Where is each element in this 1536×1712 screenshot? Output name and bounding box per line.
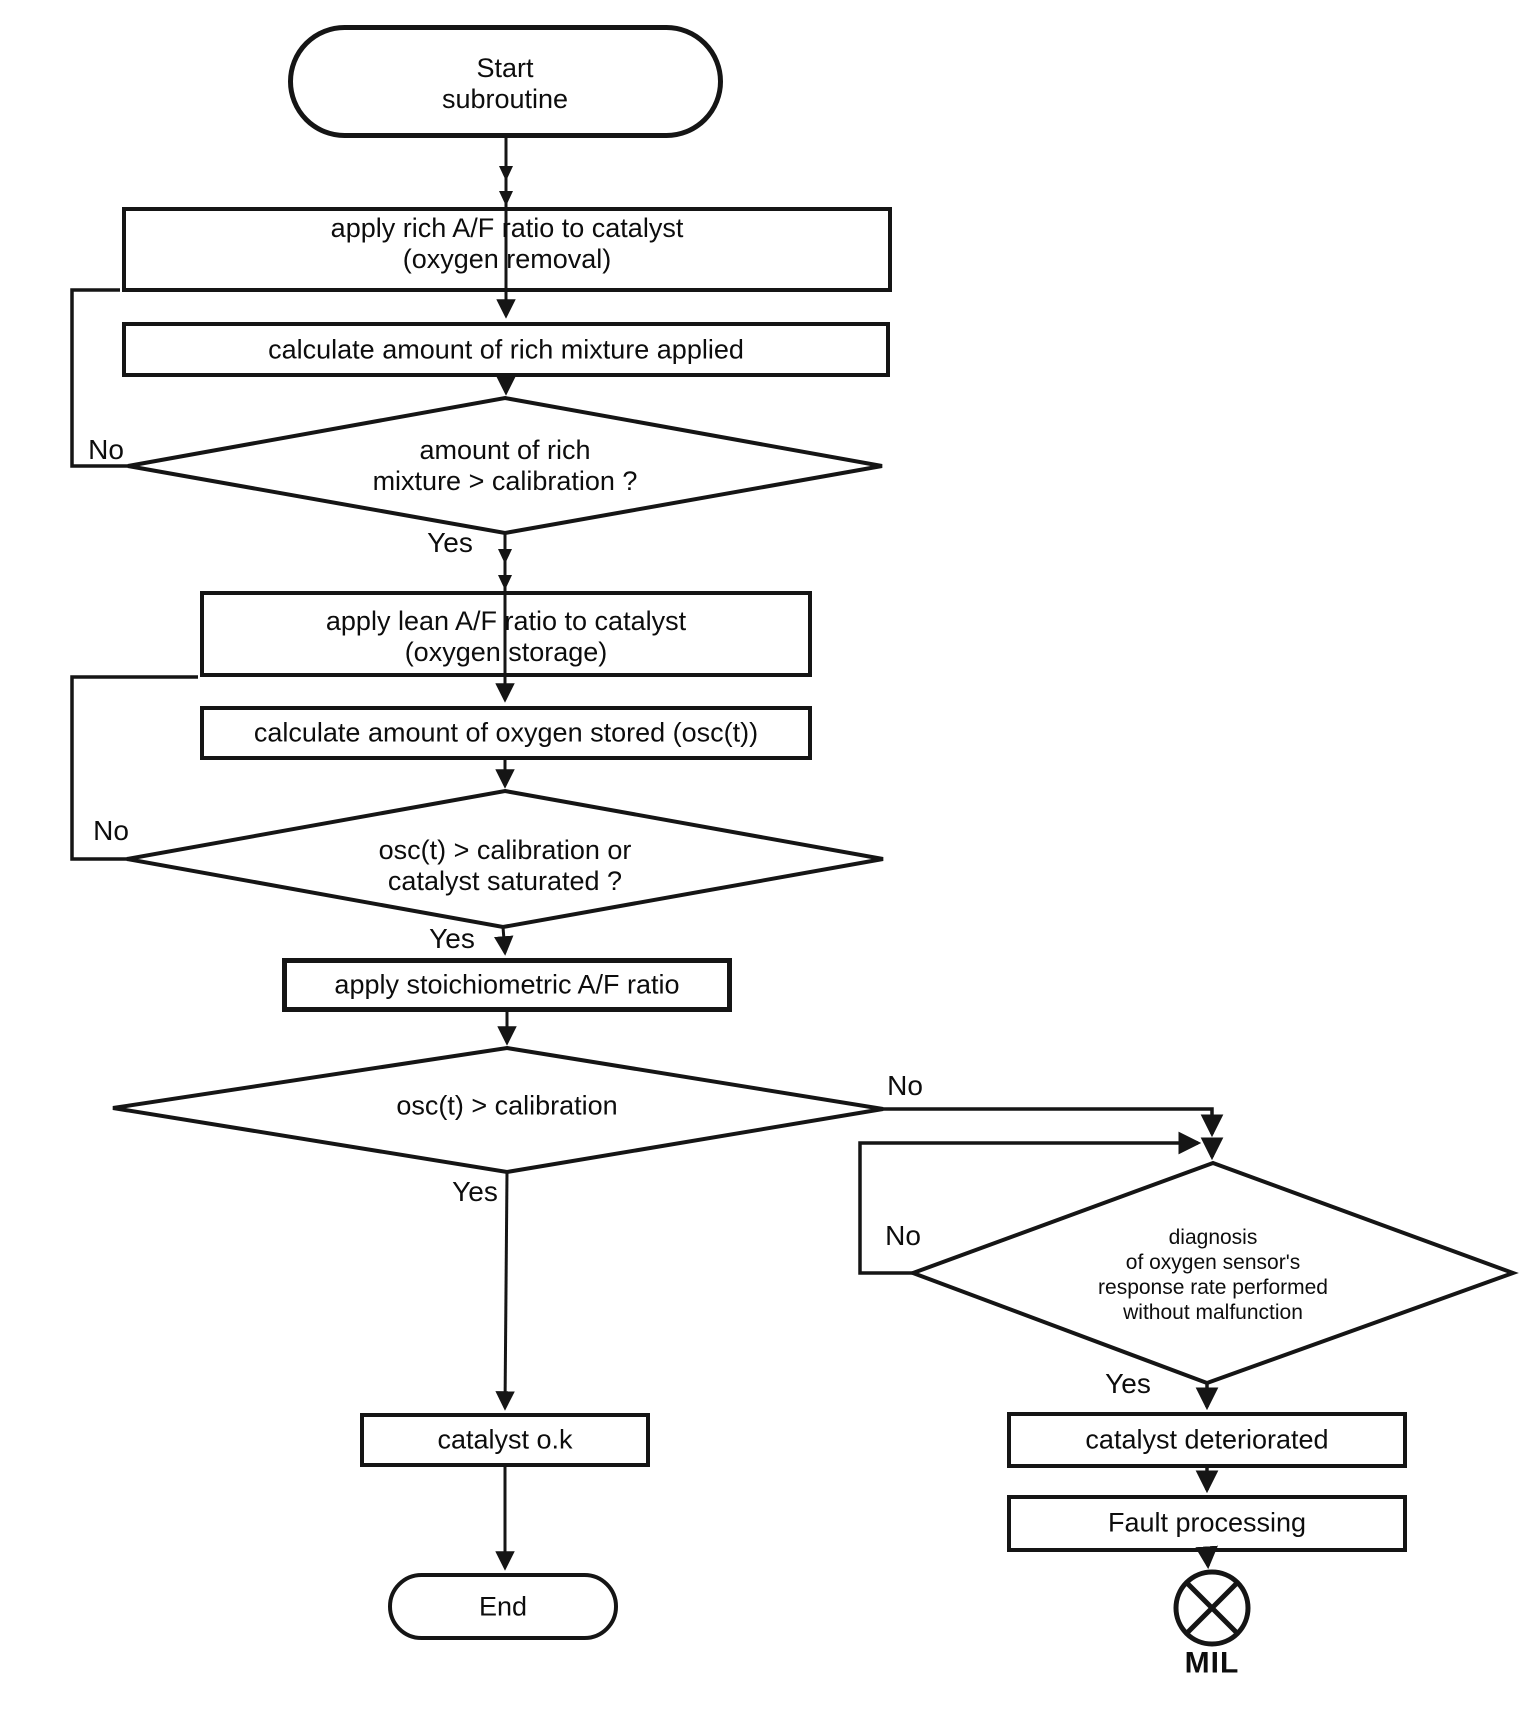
edge-lean-arrowhead-1 — [498, 549, 512, 564]
end-terminator — [388, 1573, 618, 1640]
apply-stoichiometric-label: apply stoichiometric A/F ratio — [334, 969, 680, 1000]
edge-osc-no — [883, 1107, 1224, 1138]
start-line2: subroutine — [441, 84, 569, 114]
edge-lean-arrowhead-2 — [498, 575, 512, 590]
decision-osc-saturated-label: osc(t) > calibration or catalyst saturat… — [379, 835, 632, 897]
end-label: End — [478, 1591, 528, 1622]
branch-label-osc-no: No — [887, 1070, 923, 1101]
mil-label: MIL — [1184, 1646, 1240, 1680]
apply-rich-line2: (oxygen removal) — [402, 244, 612, 274]
calc-oxygen-label: calculate amount of oxygen stored (osc(t… — [253, 717, 759, 748]
catalyst-deteriorated-box — [1007, 1412, 1407, 1468]
calc-rich-label: calculate amount of rich mixture applied — [268, 334, 744, 365]
apply-rich-label: apply rich A/F ratio to catalyst (oxygen… — [331, 213, 684, 275]
branch-label-osc-yes: Yes — [452, 1176, 498, 1207]
decision-diagnosis-line2: of oxygen sensor's — [1125, 1251, 1301, 1274]
apply-lean-label: apply lean A/F ratio to catalyst (oxygen… — [326, 606, 686, 668]
branch-label-diagnosis-no: No — [885, 1220, 921, 1251]
edge-start-arrowhead-2 — [499, 191, 513, 206]
decision-diagnosis-line3: response rate performed — [1098, 1276, 1328, 1299]
apply-rich-line1: apply rich A/F ratio to catalyst — [330, 213, 684, 243]
apply-lean-line1: apply lean A/F ratio to catalyst — [325, 606, 687, 636]
branch-label-osc-sat-no: No — [93, 815, 129, 846]
catalyst-ok-box — [360, 1413, 650, 1467]
start-terminator — [288, 25, 723, 138]
edge-osc-sat-yes — [493, 926, 514, 956]
branch-label-rich-no: No — [88, 434, 124, 465]
catalyst-ok-label: catalyst o.k — [437, 1424, 573, 1455]
decision-rich-line1: amount of rich — [419, 435, 591, 465]
fault-processing-label: Fault processing — [1107, 1507, 1307, 1538]
edge-diagnosis-no-loop — [858, 1131, 1202, 1275]
mil-lamp-cross-2 — [1185, 1581, 1239, 1635]
edge-osc-yes — [495, 1171, 515, 1411]
branch-label-rich-yes: Yes — [427, 527, 473, 558]
calc-rich-box — [122, 322, 890, 377]
edge-start-arrowhead-1 — [499, 166, 513, 181]
apply-lean-line2: (oxygen storage) — [404, 637, 608, 667]
decision-osc-label: osc(t) > calibration — [396, 1090, 618, 1121]
edge-osc-sat-no-loop — [70, 675, 198, 861]
decision-diagnosis-label: diagnosis of oxygen sensor's response ra… — [1098, 1225, 1328, 1325]
edge-fault-to-mil — [1195, 1545, 1218, 1570]
decision-rich-label: amount of rich mixture > calibration ? — [373, 435, 638, 497]
decision-rich-line2: mixture > calibration ? — [372, 466, 638, 496]
decision-diagnosis-line1: diagnosis — [1168, 1226, 1258, 1249]
apply-stoichiometric-box — [282, 958, 732, 1012]
start-line1: Start — [476, 53, 534, 83]
decision-diagnosis-line4: without malfunction — [1123, 1301, 1303, 1324]
branch-label-diagnosis-yes: Yes — [1105, 1368, 1151, 1399]
decision-osc-saturated-line1: osc(t) > calibration or — [378, 835, 632, 865]
start-label: Start subroutine — [442, 53, 568, 115]
edge-rich-no-loop — [70, 288, 128, 468]
calc-oxygen-box — [200, 706, 812, 760]
catalyst-deteriorated-label: catalyst deteriorated — [1085, 1424, 1329, 1455]
decision-osc-saturated-line2: catalyst saturated ? — [387, 866, 623, 896]
branch-label-osc-sat-yes: Yes — [429, 923, 475, 954]
